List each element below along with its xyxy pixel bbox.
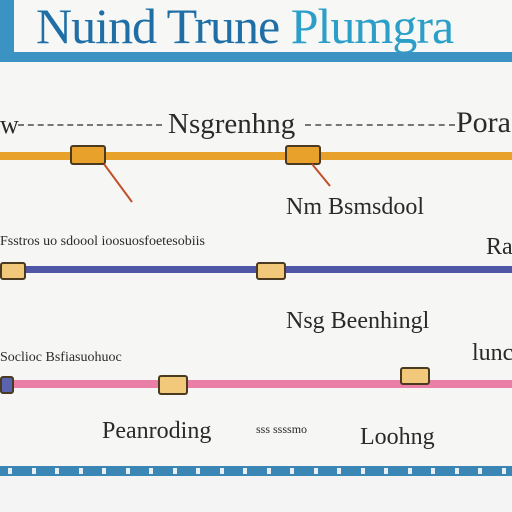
title-box: Nuind Trune Plumgra xyxy=(14,0,512,52)
timeline-marker[interactable] xyxy=(400,367,430,385)
scale-tick xyxy=(102,468,106,474)
scale-tick xyxy=(243,468,247,474)
page-title: Nuind Trune Plumgra xyxy=(36,0,454,52)
scale-tick xyxy=(313,468,318,474)
dashed-connector xyxy=(305,124,455,126)
title-part-2: Plumgra xyxy=(279,0,454,52)
scale-tick xyxy=(454,468,459,474)
timeline-marker[interactable] xyxy=(70,145,106,165)
timeline-marker[interactable] xyxy=(285,145,321,165)
row-1-left-label: w xyxy=(0,110,19,139)
scale-tick xyxy=(219,468,224,474)
scale-tick xyxy=(431,468,435,474)
row-3-sub-label-right: Loohng xyxy=(360,424,435,450)
scale-tick xyxy=(125,468,130,474)
row-3-right-label: lunc xyxy=(472,340,512,366)
row-3-left-label: Soclioc Bsfiasuohuoc xyxy=(0,350,122,365)
scale-tick xyxy=(501,468,506,474)
pointer-lines xyxy=(103,163,331,203)
scale-tick xyxy=(360,468,365,474)
bottom-scale xyxy=(0,466,512,476)
row-2-right-label: Ra xyxy=(486,234,512,260)
title-part-1: Nuind Trune xyxy=(36,0,280,52)
scale-tick xyxy=(172,468,177,474)
row-1-center-label: Nsgrenhng xyxy=(168,108,296,140)
dashed-connector xyxy=(18,124,162,126)
timeline-panel xyxy=(0,62,512,512)
scale-tick xyxy=(384,468,388,474)
timeline-bar-3 xyxy=(0,380,512,388)
footer-band xyxy=(0,476,512,512)
scale-tick xyxy=(290,468,294,474)
row-3-sub-label-left: Peanroding xyxy=(102,418,212,444)
row-1-right-label: Pora xyxy=(456,106,511,139)
row-3-sub-label-mid: sss ssssmo xyxy=(256,422,308,436)
scale-tick xyxy=(337,468,341,474)
row-2-left-label: Fsstros uo sdoool ioosuosfoetesobiis xyxy=(0,234,205,249)
row-1-sub-label: Nm Bsmsdool xyxy=(286,194,425,220)
scale-tick xyxy=(196,468,200,474)
header-banner: Nuind Trune Plumgra xyxy=(0,0,512,62)
timeline-bar-1 xyxy=(0,152,512,160)
scale-tick xyxy=(55,468,59,474)
scale-tick xyxy=(149,468,153,474)
row-2-sub-label: Nsg Beenhingl xyxy=(286,308,430,334)
scale-tick xyxy=(478,468,482,474)
timeline-marker[interactable] xyxy=(158,375,188,395)
timeline-marker[interactable] xyxy=(0,376,14,394)
scale-tick xyxy=(266,468,271,474)
scale-tick xyxy=(407,468,412,474)
scale-tick xyxy=(78,468,83,474)
timeline-marker[interactable] xyxy=(0,262,26,280)
scale-tick xyxy=(31,468,36,474)
timeline-marker[interactable] xyxy=(256,262,286,280)
scale-tick xyxy=(8,468,12,474)
